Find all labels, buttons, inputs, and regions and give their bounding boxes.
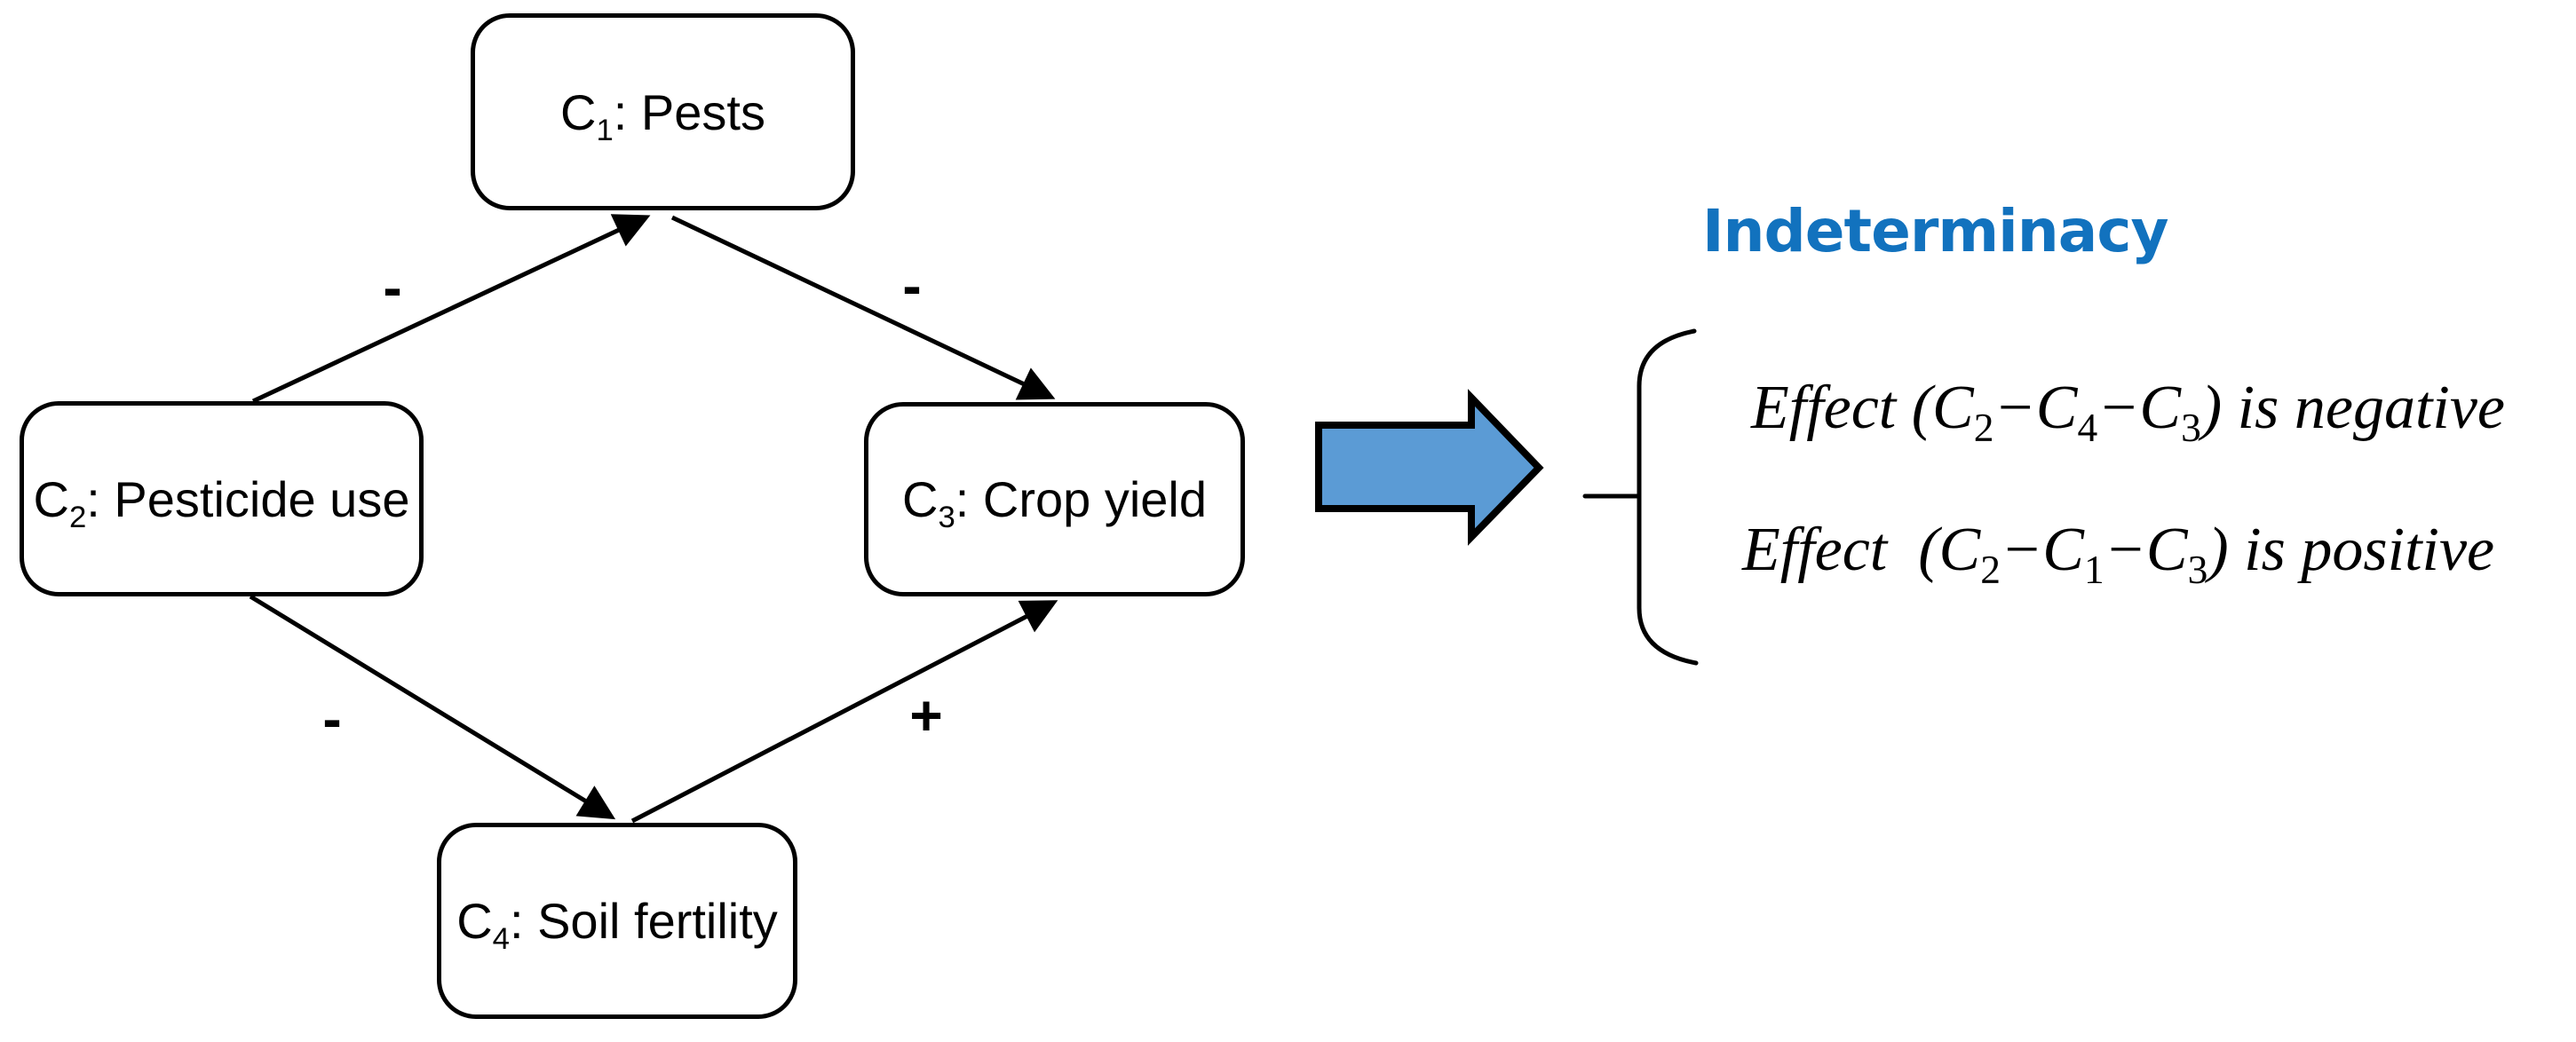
edge-c2-c4: [249, 594, 616, 820]
effect-statement-positive: Effect (C2−C1−C3) is positive: [1742, 516, 2495, 592]
node-label: C2: Pesticide use: [33, 470, 410, 534]
edge-sign-c2-c1: -: [383, 256, 402, 320]
node-label: C1: Pests: [560, 83, 765, 147]
brace-icon: [1582, 328, 1699, 666]
edge-c4-c3: [630, 600, 1058, 824]
indeterminacy-heading: Indeterminacy: [1702, 197, 2168, 265]
effect-statement-negative: Effect (C2−C4−C3) is negative: [1751, 374, 2505, 450]
edge-sign-c2-c4: -: [322, 687, 342, 751]
edge-c2-c1: [251, 214, 651, 404]
node-crop-yield: C3: Crop yield: [864, 402, 1245, 596]
implies-block-arrow-icon: [1315, 389, 1544, 546]
node-pests: C1: Pests: [471, 13, 855, 210]
node-label: C3: Crop yield: [902, 471, 1207, 535]
edge-sign-c1-c3: -: [902, 254, 922, 318]
edge-sign-c4-c3: +: [909, 683, 943, 747]
edge-c1-c3: [670, 215, 1056, 400]
node-soil-fertility: C4: Soil fertility: [437, 823, 797, 1019]
node-pesticide-use: C2: Pesticide use: [20, 401, 424, 596]
node-label: C4: Soil fertility: [456, 893, 778, 957]
